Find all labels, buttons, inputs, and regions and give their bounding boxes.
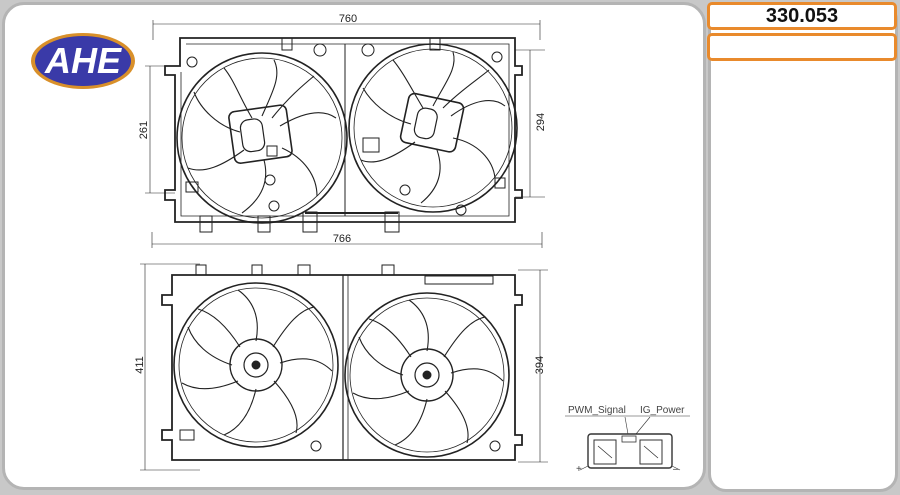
dim-height-right-top: 294: [535, 113, 547, 131]
connector-pin-ig: IG_Power: [640, 405, 685, 416]
connector-minus: –: [673, 464, 679, 475]
secondary-field-box: [707, 33, 897, 61]
top-view-drawing: [145, 20, 545, 248]
drawing-panel: [2, 2, 706, 490]
front-view-drawing: [140, 263, 548, 471]
connector-diagram: [565, 415, 690, 471]
info-sidebar: [708, 2, 898, 492]
logo-text: AHE: [44, 40, 122, 81]
dim-height-left-top: 261: [138, 121, 150, 139]
part-number-box: 330.053: [707, 2, 897, 30]
ahe-logo: AHE: [31, 33, 135, 89]
dim-height-right-front: 394: [534, 356, 546, 374]
connector-pin-pwm: PWM_Signal: [568, 405, 626, 416]
dim-width-bottom: 766: [333, 233, 351, 245]
connector-plus: +: [576, 464, 582, 475]
dim-width-top: 760: [339, 13, 357, 25]
dim-height-left-front: 411: [134, 356, 146, 374]
part-number: 330.053: [765, 5, 839, 27]
